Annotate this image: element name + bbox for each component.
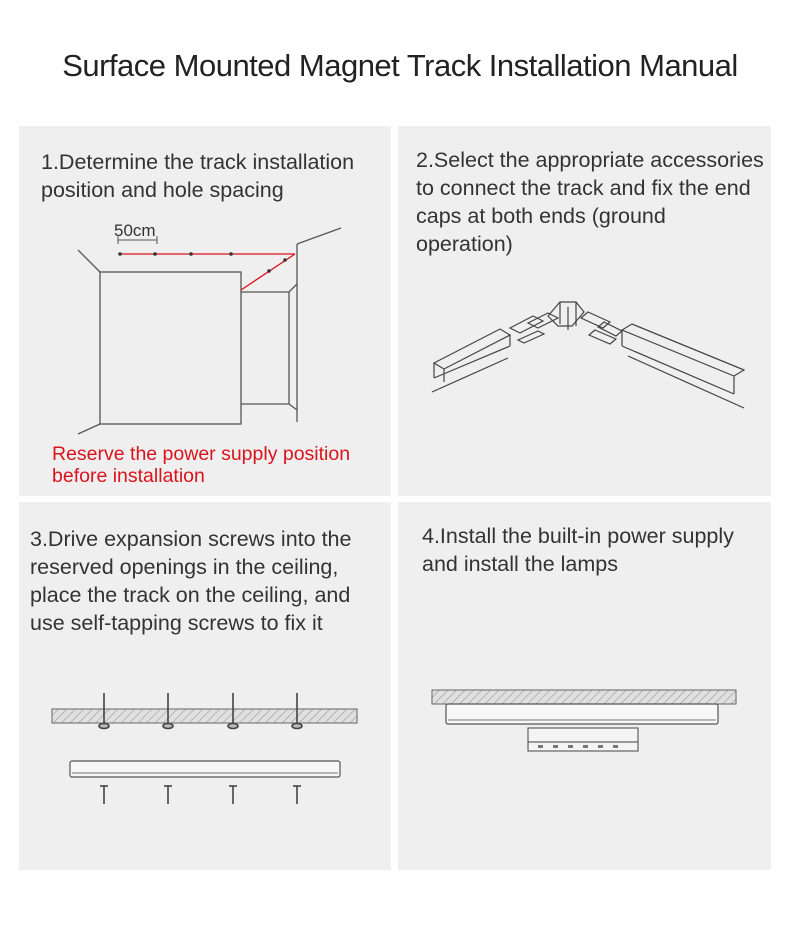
self-tapping-screws (100, 785, 301, 804)
track-body (69, 760, 341, 778)
expansion-screws (98, 693, 303, 730)
hole-markers (118, 252, 287, 273)
step-3-panel: 3.Drive expansion screws into the reserv… (19, 502, 391, 870)
ceiling-slab (431, 689, 737, 705)
page-title: Surface Mounted Magnet Track Installatio… (62, 48, 738, 83)
ceiling-slab (51, 708, 358, 724)
step-3-text: 3.Drive expansion screws into the reserv… (30, 527, 352, 635)
screw-mounting-illustration (51, 693, 358, 804)
step-4-text: 4.Install the built-in power supply and … (422, 524, 734, 576)
lamp-install-illustration (431, 689, 737, 752)
track-connection-illustration (431, 301, 746, 409)
measure-bracket (117, 236, 158, 244)
step-4-panel: 4.Install the built-in power supply and … (398, 502, 771, 870)
spacing-label: 50cm (114, 221, 156, 240)
track-body (445, 703, 719, 725)
step-2-text: 2.Select the appropriate accessories to … (416, 148, 764, 256)
room-layout-illustration (77, 227, 342, 435)
linear-lamp (527, 727, 639, 752)
step-2-panel: 2.Select the appropriate accessories to … (398, 126, 771, 496)
power-supply-note: Reserve the power supply position before… (52, 443, 351, 487)
step-1-text: 1.Determine the track installation posit… (41, 150, 355, 202)
step-1-panel: 1.Determine the track installation posit… (19, 126, 391, 496)
